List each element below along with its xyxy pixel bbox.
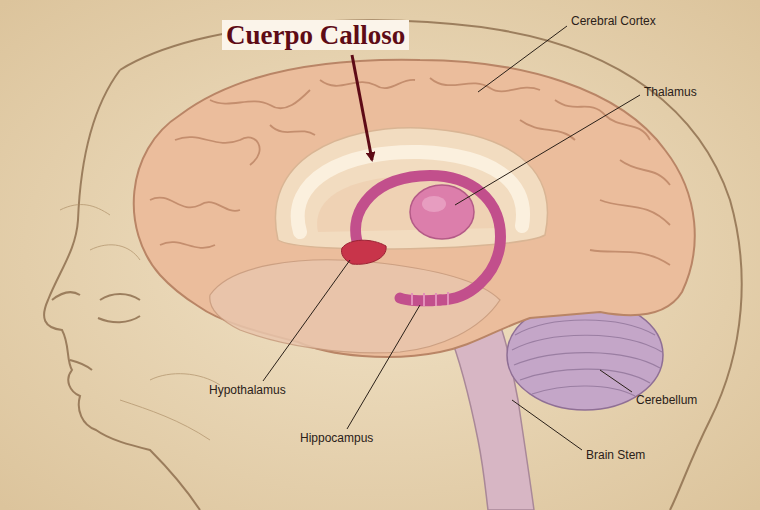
part-label: Brain Stem <box>586 448 645 462</box>
callout-title: Cuerpo Calloso <box>222 20 409 50</box>
part-label: Hypothalamus <box>209 383 286 397</box>
part-label: Cerebral Cortex <box>571 14 656 28</box>
part-label: Cerebellum <box>636 393 697 407</box>
part-label: Hippocampus <box>300 431 373 445</box>
part-label: Thalamus <box>644 85 697 99</box>
